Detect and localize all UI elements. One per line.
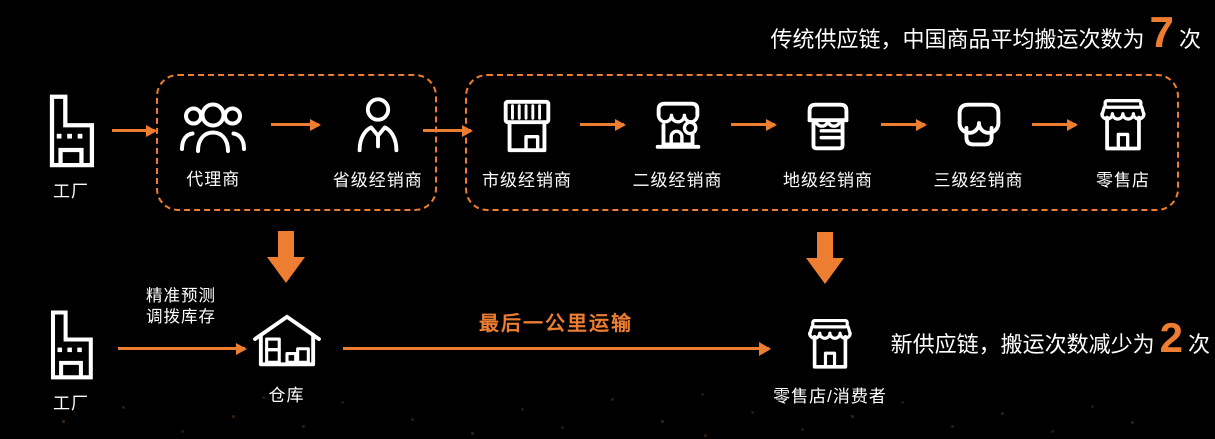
node-label: 代理商 <box>186 169 241 189</box>
shop-list-icon <box>797 95 859 157</box>
agents-group-icon <box>177 96 249 156</box>
node-second-level-distributor: 二级经销商 <box>632 95 724 191</box>
node-factory-top: 工厂 <box>21 92 121 202</box>
node-retail-store: 零售店 <box>1083 95 1163 191</box>
headline-text: 传统供应链，中国商品平均搬运次数为 <box>770 27 1145 52</box>
node-label: 零售店/消费者 <box>773 387 887 406</box>
headline-unit: 次 <box>1178 27 1201 52</box>
last-mile-segment: 最后一公里运输 <box>343 313 769 350</box>
headline-text: 新供应链，搬运次数减少为 <box>890 332 1155 357</box>
particle-texture <box>0 0 3 3</box>
forecast-note-line1: 精准预测 <box>146 287 216 305</box>
awning-store-icon <box>496 95 558 157</box>
flow-arrow <box>881 123 926 126</box>
forecast-note: 精准预测 调拨库存 <box>124 286 238 328</box>
shop-sign-icon <box>647 95 709 157</box>
node-label: 零售店 <box>1096 170 1150 190</box>
node-warehouse: 仓库 <box>239 310 334 406</box>
node-label: 二级经销商 <box>632 170 723 190</box>
flow-arrow <box>423 129 471 132</box>
flow-arrow <box>118 347 245 350</box>
node-label: 市级经销商 <box>482 170 572 190</box>
flow-arrow <box>112 129 155 132</box>
tier1-group-box: 代理商 省级经销商 <box>156 74 437 211</box>
node-third-level-distributor: 三级经销商 <box>933 95 1025 191</box>
last-mile-label: 最后一公里运输 <box>479 313 633 335</box>
node-label: 仓库 <box>268 386 305 405</box>
down-arrow-icon <box>267 231 305 283</box>
forecast-note-line2: 调拨库存 <box>146 308 216 326</box>
node-prefecture-distributor: 地级经销商 <box>782 95 874 191</box>
node-retail-consumer: 零售店/消费者 <box>762 314 898 407</box>
warehouse-icon <box>249 310 325 372</box>
tier2-group-box: 市级经销商 二级经销商 <box>465 74 1179 211</box>
retail-store-icon <box>801 314 859 376</box>
headline-unit: 次 <box>1187 332 1210 357</box>
flow-arrow <box>343 347 769 350</box>
flow-arrow <box>1031 123 1076 126</box>
node-agent: 代理商 <box>166 96 261 190</box>
node-provincial-distributor: 省级经销商 <box>329 95 427 191</box>
flow-arrow <box>580 123 625 126</box>
handling-count-7: 7 <box>1149 8 1174 57</box>
node-label: 省级经销商 <box>332 170 423 190</box>
retail-store-icon <box>1093 95 1153 157</box>
new-chain-headline: 新供应链，搬运次数减少为 2 次 <box>890 314 1210 361</box>
flow-arrow <box>730 123 775 126</box>
person-tie-icon <box>347 95 409 157</box>
node-city-distributor: 市级经销商 <box>481 95 573 191</box>
flow-arrow <box>270 123 319 126</box>
traditional-chain-headline: 传统供应链，中国商品平均搬运次数为 7 次 <box>770 8 1201 57</box>
node-label: 地级经销商 <box>783 170 873 190</box>
factory-icon <box>43 308 99 380</box>
node-label: 工厂 <box>53 182 89 201</box>
node-factory-bottom: 工厂 <box>21 308 121 414</box>
handling-count-2: 2 <box>1159 314 1183 361</box>
factory-icon <box>42 92 100 168</box>
node-label: 三级经销商 <box>933 170 1024 190</box>
marketplace-icon <box>948 95 1010 157</box>
node-label: 工厂 <box>53 394 89 413</box>
down-arrow-icon <box>806 232 844 284</box>
